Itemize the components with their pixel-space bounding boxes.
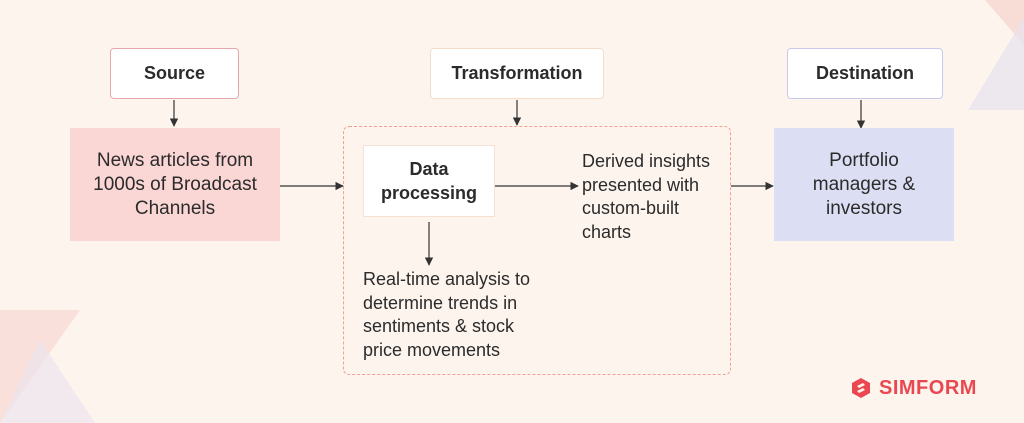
data-processing-node: Data processing	[363, 145, 495, 217]
logo-text: SIMFORM	[879, 376, 977, 399]
insights-text: Derived insights presented with custom-b…	[582, 151, 711, 242]
transformation-label: Transformation	[430, 48, 604, 99]
corner-triangle-right	[968, 18, 1024, 110]
source-label: Source	[110, 48, 239, 99]
simform-logo: SIMFORM	[849, 376, 977, 400]
destination-label: Destination	[787, 48, 943, 99]
corner-triangle-bottom-left-2	[0, 340, 95, 423]
corner-triangle-top-right	[985, 0, 1024, 45]
transformation-region	[343, 126, 731, 375]
source-node: News articles from 1000s of Broadcast Ch…	[70, 128, 280, 241]
simform-logo-icon	[852, 378, 870, 398]
analysis-text: Real-time analysis to determine trends i…	[363, 269, 531, 360]
destination-node: Portfolio managers & investors	[774, 128, 954, 241]
